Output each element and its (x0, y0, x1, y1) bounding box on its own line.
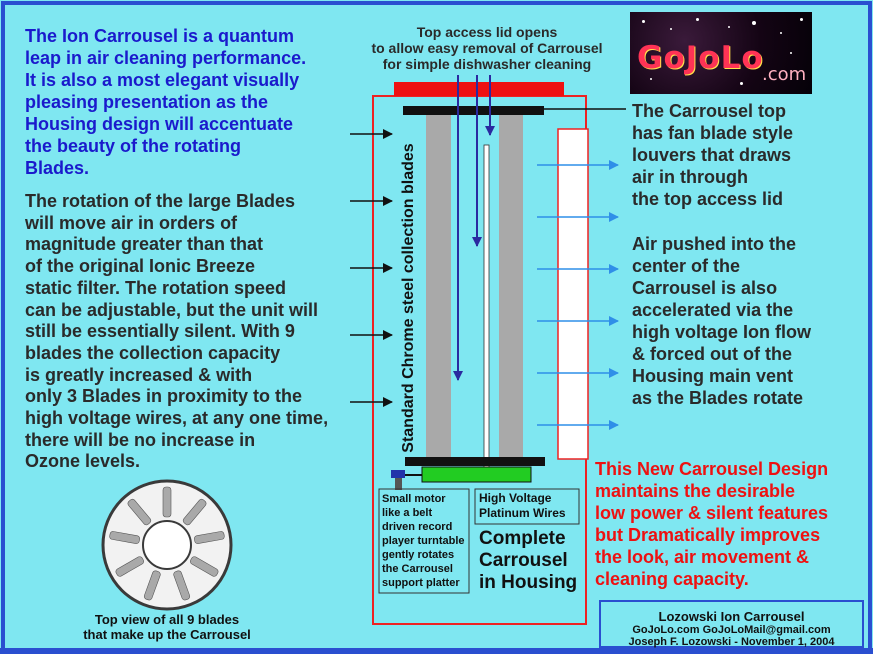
logo-text: GoJoLo (637, 40, 764, 76)
hv-wires-caption: High Voltage Platinum Wires (479, 491, 566, 520)
wheel-blade (127, 498, 152, 526)
wheel-blade (115, 556, 144, 577)
blade-right (499, 115, 523, 459)
wheel-blade (173, 570, 191, 601)
motor-cap (391, 470, 405, 478)
wheel-blade (194, 531, 225, 544)
blade-left (426, 115, 451, 459)
wheel-blade (182, 498, 207, 526)
credit-box: Lozowski Ion Carrousel GoJoLo.com GoJoLo… (599, 600, 864, 648)
top-view-caption: Top view of all 9 blades that make up th… (83, 612, 251, 642)
wheel-blade (162, 486, 172, 518)
motor-shaft (395, 478, 402, 490)
motor-label-box (378, 488, 470, 594)
credit-author-date: Joseph F. Lozowski - November 1, 2004 (628, 636, 835, 648)
carrousel-top-caption: The Carrousel top has fan blade style lo… (632, 101, 794, 209)
air-pushed-caption: Air pushed into the center of the Carrou… (632, 234, 811, 408)
carrousel-top-bar (403, 106, 544, 115)
top-view-wheel (101, 479, 233, 611)
credit-title: Lozowski Ion Carrousel (658, 609, 805, 624)
complete-carrousel-caption: Complete Carrousel in Housing (479, 528, 578, 593)
wheel-blade (143, 570, 161, 601)
wheel-blade (109, 531, 140, 544)
motor-base-green (421, 466, 532, 483)
bottom-platter-bar (405, 457, 545, 466)
wheel-blades (109, 486, 225, 601)
top-lid-caption: Top access lid opens to allow easy remov… (371, 24, 603, 72)
wheel-hub (142, 520, 192, 570)
gojolo-logo: GoJoLo .com (630, 12, 812, 94)
intro-text: The Ion Carrousel is a quantum leap in a… (25, 26, 307, 178)
top-access-lid (394, 82, 564, 96)
new-design-caption: This New Carrousel Design maintains the … (595, 459, 829, 589)
blades-vertical-label: Standard Chrome steel collection blades (400, 143, 417, 453)
hv-label-box (474, 488, 580, 525)
credit-contact: GoJoLo.com GoJoLoMail@gmail.com (632, 624, 831, 636)
wheel-blade (190, 556, 219, 577)
rotation-text: The rotation of the large Blades will mo… (25, 191, 329, 472)
logo-suffix: .com (762, 64, 807, 85)
main-vent (557, 128, 589, 460)
motor-caption: Small motor like a belt driven record pl… (382, 493, 465, 589)
platinum-wire (483, 144, 490, 468)
